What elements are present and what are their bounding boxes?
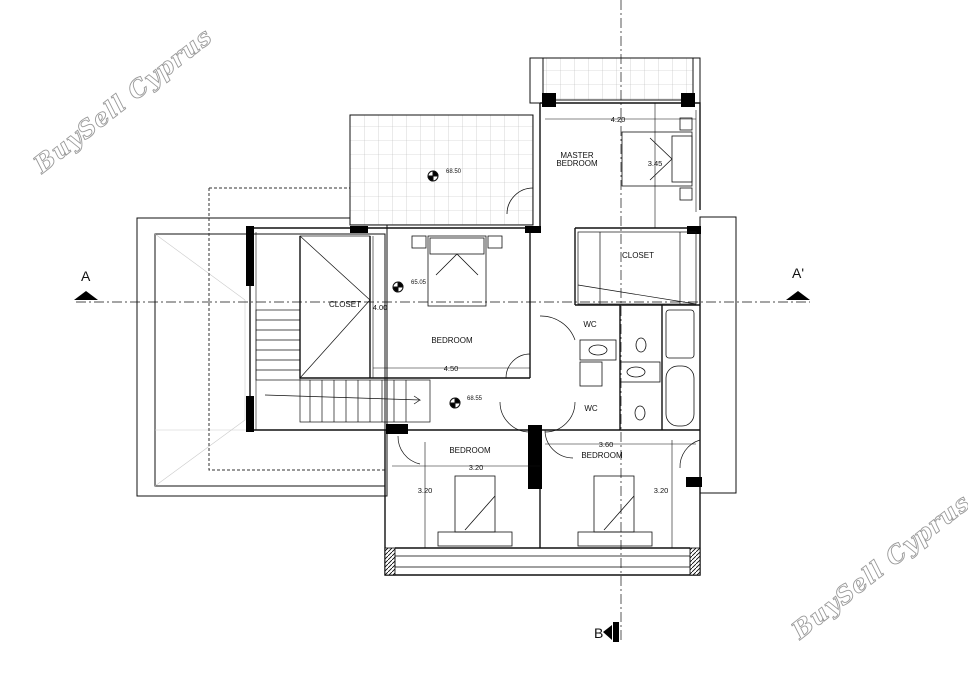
master-bedroom-label-2: BEDROOM [556,159,598,168]
master-bedroom-label-1: MASTER [560,151,594,160]
beds [411,117,693,547]
dim-bedroom-width: 4.50 [444,364,459,373]
section-markers [74,291,810,642]
roof-outline [136,187,737,497]
level-hall: 68.55 [467,396,483,402]
terrace-top-right [529,57,701,104]
dim-master-width: 4.20 [611,115,626,124]
dim-bl-depth: 3.20 [418,486,433,495]
closet-left-label: CLOSET [329,300,361,309]
staircase [255,309,431,423]
bedroom-middle-label: BEDROOM [431,336,473,345]
level-terrace: 68.50 [446,169,462,175]
wc-bottom-label: WC [584,404,598,413]
dim-br-depth: 3.20 [654,486,669,495]
wc-top-label: WC [583,320,597,329]
section-b-bottom: B [594,625,603,641]
structural-columns [246,93,702,489]
section-lines [76,0,810,640]
dim-br-width: 3.60 [599,440,614,449]
section-a-right: A' [792,265,804,281]
level-markers [392,170,461,409]
bedroom-bottom-left-label: BEDROOM [449,446,491,455]
door-swings [397,315,701,469]
dim-master-depth: 3.45 [648,159,663,168]
section-a-left: A [81,268,91,284]
closets [299,231,697,379]
bedroom-bottom-right-label: BEDROOM [581,451,623,460]
watermark-top-left: BuySell Cyprus [27,21,218,179]
dimension-lines [372,103,696,548]
watermark-bottom-right: BuySell Cyprus [785,487,968,645]
terrace-top-left [349,114,534,226]
sanitary-fixtures [579,309,695,427]
dim-bl-width: 3.20 [469,463,484,472]
dim-bedroom-depth: 4.00 [373,303,388,312]
level-bedroom: 65.05 [411,280,427,286]
closet-right-label: CLOSET [622,251,654,260]
